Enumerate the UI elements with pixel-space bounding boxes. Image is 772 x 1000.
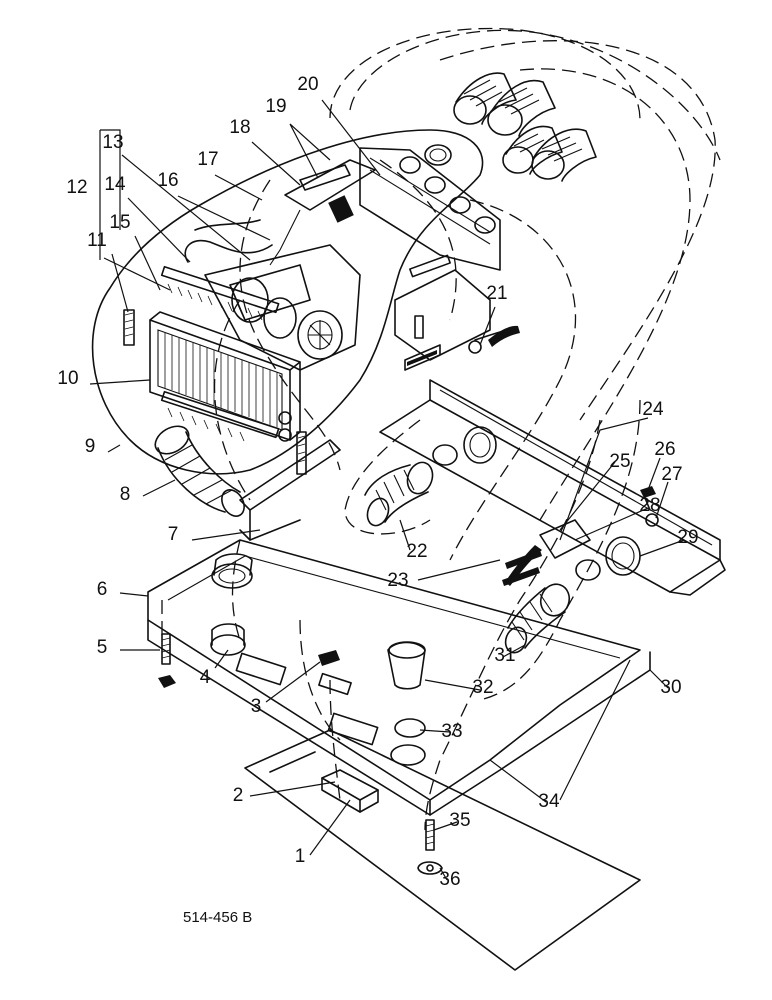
heater-assembly-outline — [91, 129, 484, 475]
callout-35: 35 — [449, 810, 470, 831]
callout-9: 9 — [85, 436, 96, 457]
callout-numbers: 1234567891011121314151617181920212223242… — [57, 74, 698, 890]
callout-26: 26 — [654, 439, 675, 460]
figure-code: 514-456 B — [183, 909, 252, 926]
callout-20: 20 — [297, 74, 318, 95]
callout-21: 21 — [486, 283, 507, 304]
callout-5: 5 — [97, 637, 108, 658]
callout-27: 27 — [661, 464, 682, 485]
callout-28: 28 — [639, 495, 660, 516]
callout-33: 33 — [441, 721, 462, 742]
callout-7: 7 — [168, 524, 179, 545]
outlet-bellows-group — [424, 72, 597, 182]
phantom-outlines — [161, 27, 721, 831]
callout-29: 29 — [677, 527, 698, 548]
callout-18: 18 — [229, 117, 250, 138]
support-bracket — [239, 439, 341, 541]
callout-12: 12 — [66, 177, 87, 198]
leader-lines — [89, 99, 685, 881]
callout-4: 4 — [200, 667, 211, 688]
callout-24: 24 — [642, 399, 664, 420]
upper-duct-panel — [359, 147, 501, 278]
mid-housing — [394, 269, 520, 371]
callout-22: 22 — [406, 541, 427, 562]
callout-19: 19 — [265, 96, 286, 117]
callout-10: 10 — [57, 368, 78, 389]
callout-34: 34 — [538, 791, 560, 812]
callout-8: 8 — [120, 484, 131, 505]
callout-13: 13 — [102, 132, 123, 153]
callout-6: 6 — [97, 579, 108, 600]
callout-1: 1 — [295, 846, 306, 867]
small-bracket-2 — [321, 769, 379, 813]
studs-and-nuts — [158, 633, 443, 875]
blower-motor — [204, 244, 361, 371]
lower-tray — [147, 539, 651, 816]
callout-32: 32 — [472, 677, 493, 698]
callout-3: 3 — [251, 696, 262, 717]
long-channel — [379, 379, 726, 596]
callout-23: 23 — [387, 570, 408, 591]
callout-17: 17 — [197, 149, 218, 170]
callout-16: 16 — [157, 170, 178, 191]
wiring-bracket — [184, 159, 376, 266]
resistor-block — [502, 519, 591, 586]
callout-31: 31 — [494, 645, 515, 666]
callout-30: 30 — [660, 677, 681, 698]
bottom-panel — [244, 729, 641, 971]
callout-14: 14 — [104, 174, 126, 195]
callout-15: 15 — [109, 212, 130, 233]
fasteners-26-27 — [640, 486, 659, 527]
callout-25: 25 — [609, 451, 630, 472]
callout-36: 36 — [439, 869, 460, 890]
callout-11: 11 — [87, 230, 107, 251]
heater-core — [149, 311, 301, 442]
flex-hose-middle — [364, 461, 434, 527]
callout-2: 2 — [233, 785, 244, 806]
